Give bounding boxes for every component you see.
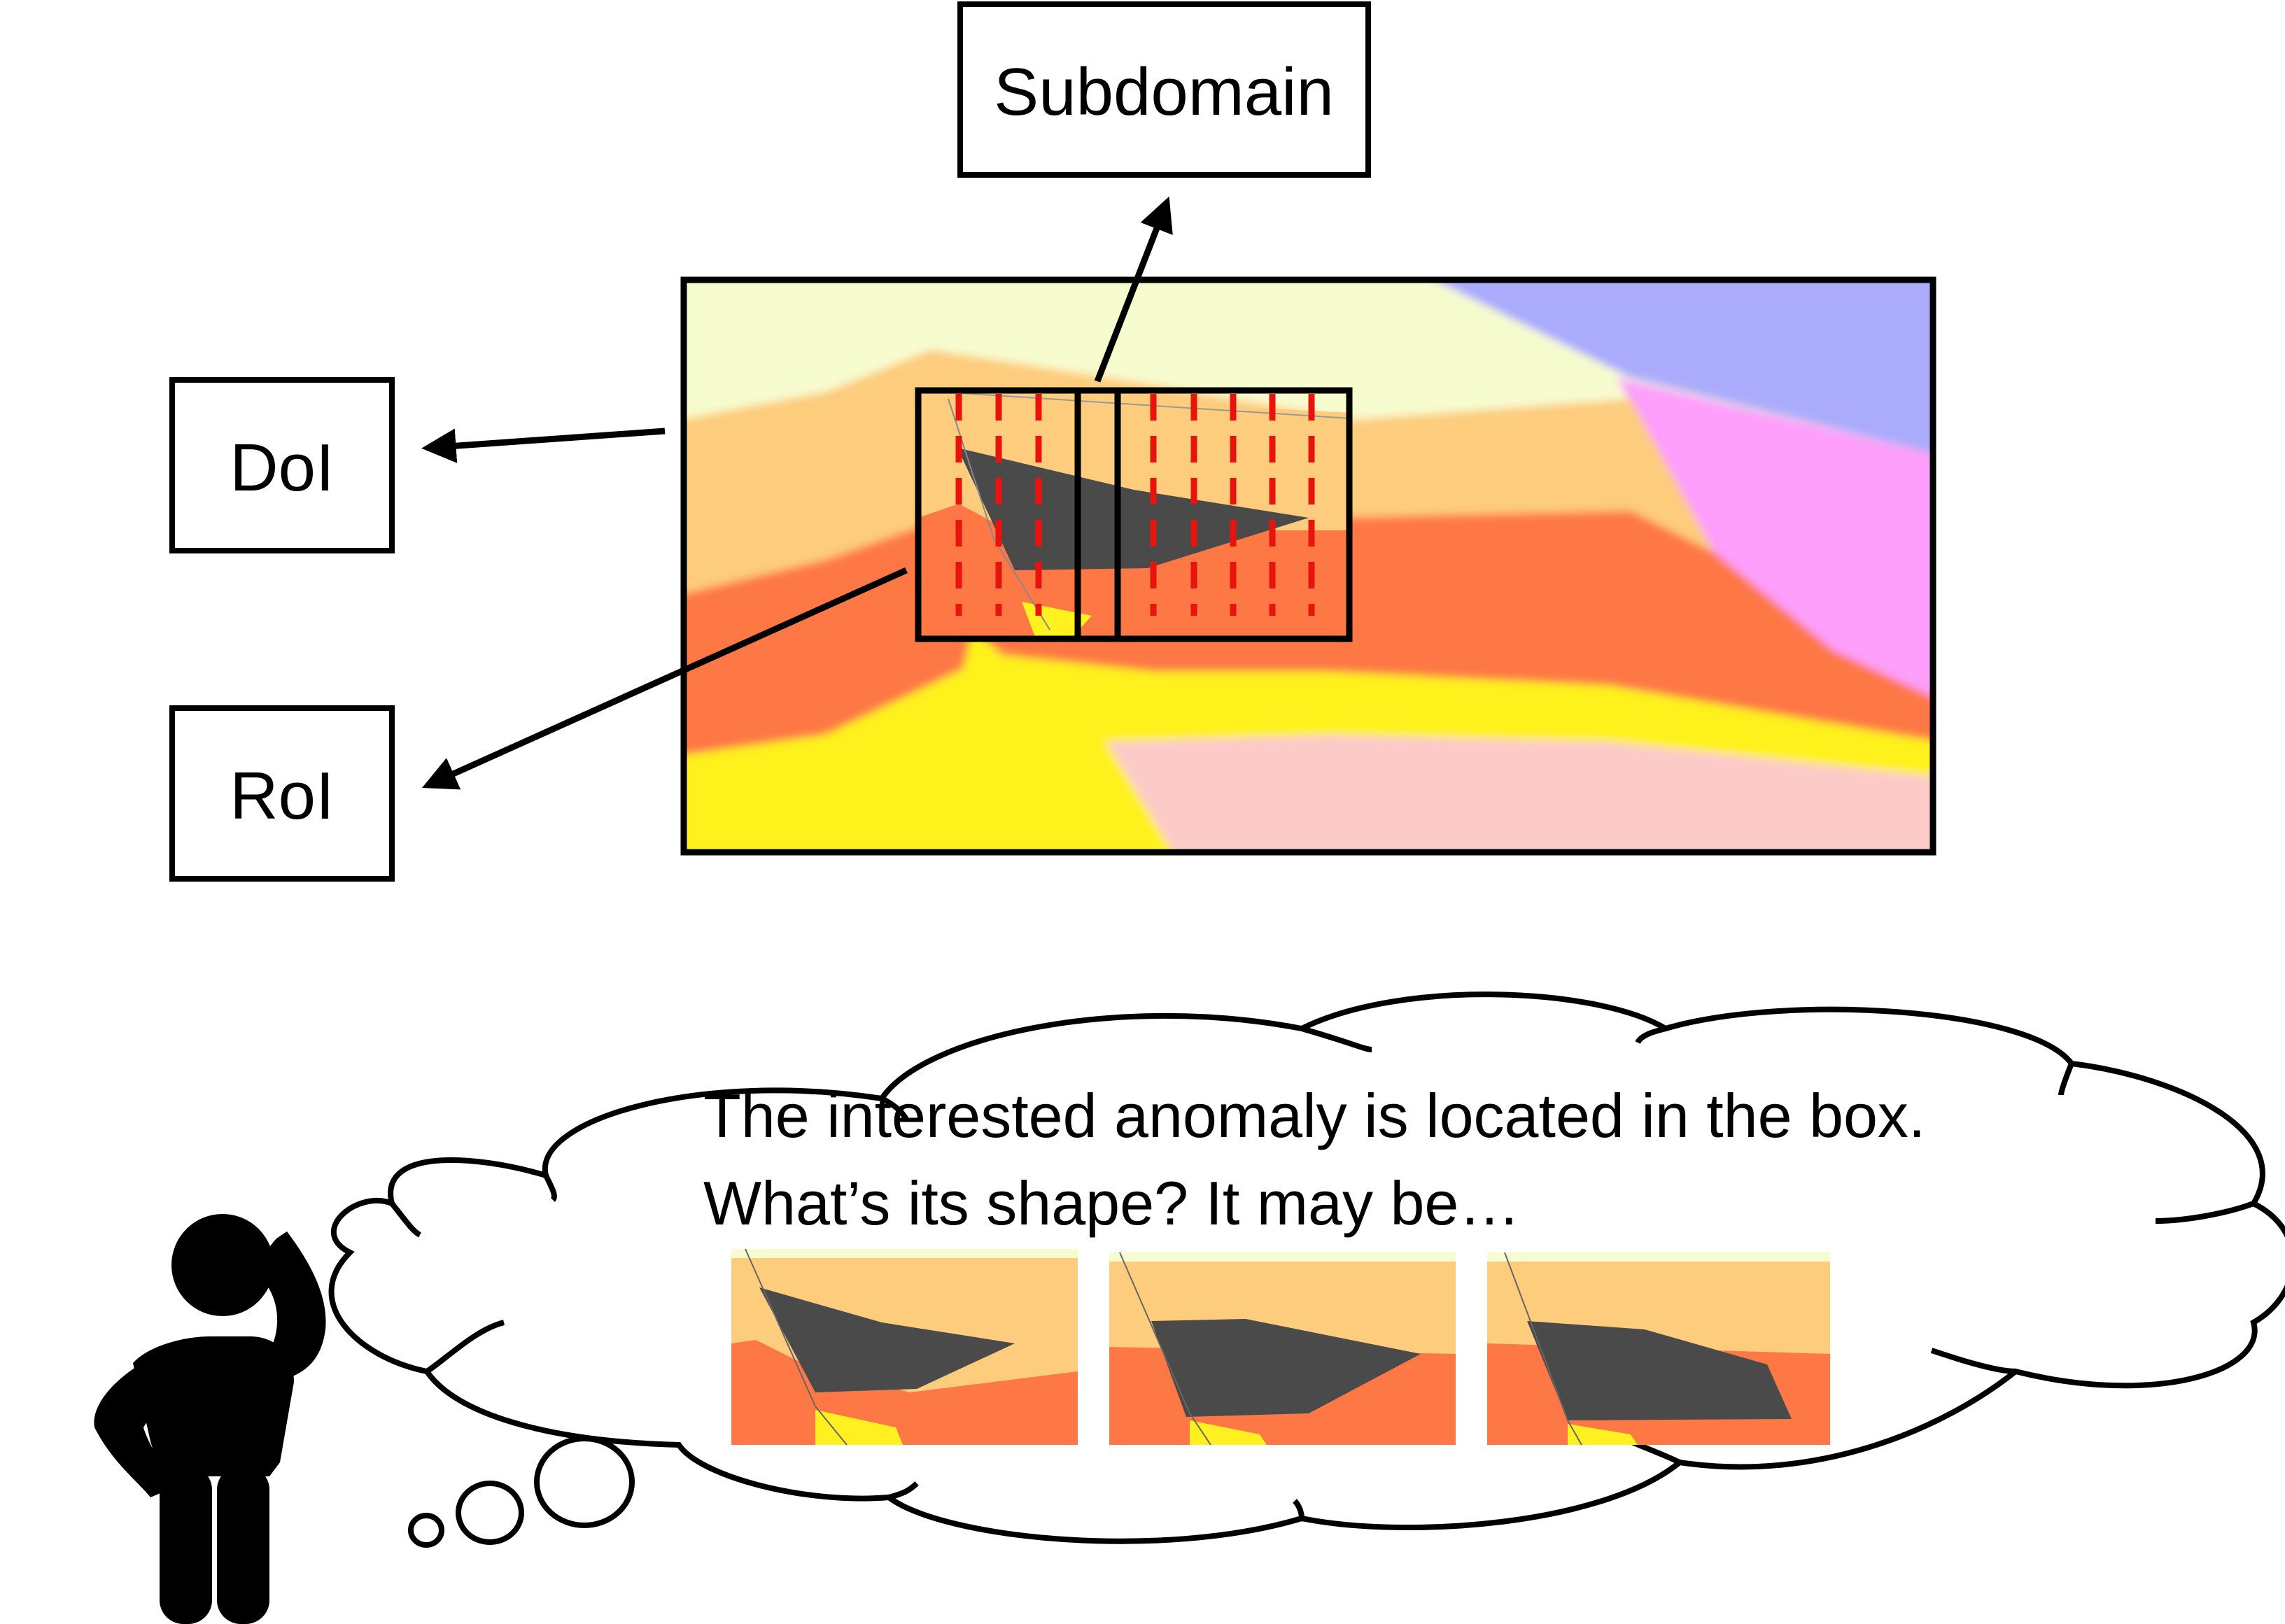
thought-bubble-medium	[456, 1481, 524, 1545]
arrow-to-subdomain	[1094, 196, 1173, 383]
arrow-to-roi	[421, 567, 908, 790]
thinking-person-icon	[94, 1214, 326, 1624]
candidate-anomaly-1	[759, 1287, 1015, 1392]
doi-frame	[680, 276, 1936, 856]
thought-bubble-large	[534, 1436, 635, 1528]
doi-label: DoI	[230, 430, 334, 505]
subdomain-label-box: Subdomain	[957, 1, 1371, 178]
candidate-shape-3	[1487, 1252, 1830, 1446]
roi-label: RoI	[230, 758, 334, 833]
arrow-to-doi	[421, 428, 666, 463]
candidate-shape-2	[1109, 1252, 1456, 1446]
subdomain-marks	[955, 394, 1315, 616]
anomaly-shape	[957, 448, 1309, 570]
thought-line-1: The interested anomaly is located in the…	[703, 1081, 1925, 1150]
candidate-shape-1	[731, 1248, 1078, 1446]
cloud-inner-arcs	[389, 1026, 2255, 1519]
arrows	[421, 196, 1173, 790]
candidate-anomaly-3	[1527, 1321, 1792, 1420]
subdomain-label: Subdomain	[994, 55, 1334, 129]
subdomain-column	[1074, 387, 1121, 642]
roi-label-box: RoI	[169, 705, 395, 882]
roi-frame	[915, 387, 1353, 642]
doi-label-box: DoI	[169, 377, 395, 553]
roi-inset	[917, 390, 1351, 639]
geological-model	[680, 276, 1936, 856]
candidate-anomaly-2	[1151, 1319, 1421, 1417]
thought-bubble-small	[408, 1513, 444, 1548]
thought-line-2: What’s its shape? It may be…	[703, 1168, 1520, 1238]
